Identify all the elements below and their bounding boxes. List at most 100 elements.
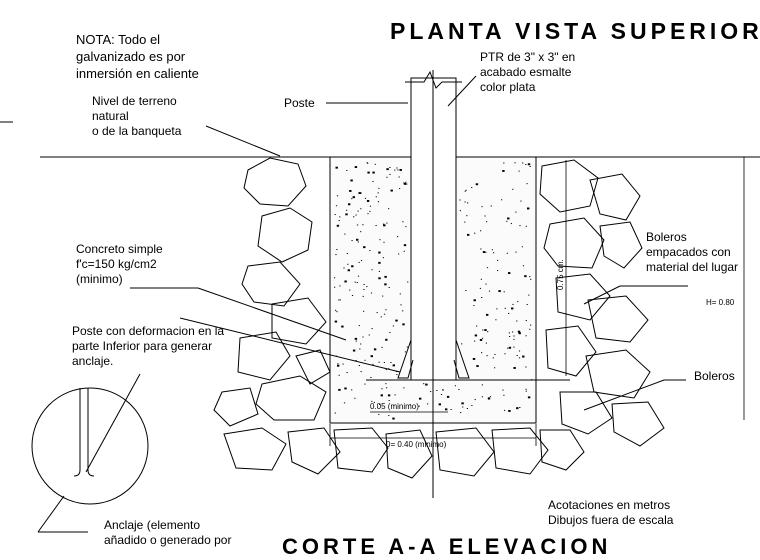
stipple-dot: [362, 224, 364, 226]
stipple-dot: [354, 281, 356, 283]
stipple-dot: [404, 351, 406, 353]
stipple-dot: [393, 404, 395, 406]
stipple-dot: [378, 251, 381, 254]
stipple-dot: [403, 182, 405, 184]
section-title: CORTE A-A ELEVACION: [282, 534, 612, 559]
stipple-dot: [462, 406, 464, 408]
stipple-dot: [471, 187, 473, 189]
stipple-dot: [485, 283, 487, 285]
stipple-dot: [336, 311, 338, 313]
stipple-dot: [472, 358, 476, 360]
stipple-dot: [522, 265, 525, 267]
stipple-dot: [346, 209, 348, 211]
stipple-dot: [388, 400, 390, 402]
stipple-dot: [335, 205, 338, 207]
stipple-dot: [372, 363, 374, 365]
stipple-dot: [352, 196, 355, 199]
stipple-dot: [352, 349, 356, 352]
stipple-dot: [369, 250, 371, 252]
stipple-dot: [389, 173, 391, 175]
stipple-dot: [454, 385, 456, 387]
stipple-dot: [375, 196, 377, 198]
stipple-dot: [480, 278, 482, 280]
stipple-dot: [351, 295, 354, 296]
stipple-dot: [530, 278, 532, 280]
stipple-dot: [380, 316, 382, 318]
stipple-dot: [476, 325, 478, 327]
ground-label-1: Nivel de terreno: [92, 94, 177, 108]
stipple-dot: [513, 335, 515, 337]
stipple-dot: [460, 412, 462, 414]
stipple-dot: [334, 214, 336, 216]
stipple-dot: [353, 216, 355, 218]
stipple-dot: [373, 348, 377, 351]
stipple-dot: [359, 348, 361, 350]
stipple-dot: [518, 170, 520, 172]
stipple-dot: [430, 391, 432, 393]
stipple-dot: [488, 290, 491, 292]
stipple-dot: [481, 206, 483, 208]
stipple-dot: [387, 394, 391, 397]
stipple-dot: [466, 408, 468, 409]
stipple-dot: [338, 374, 340, 376]
stipple-dot: [379, 239, 381, 241]
leader-detail: [85, 373, 141, 473]
stipple-dot: [334, 286, 336, 288]
notes-label: Acotaciones en metros Dibujos fuera de e…: [548, 498, 673, 528]
stipple-dot: [504, 307, 506, 309]
stipple-dot: [360, 260, 363, 262]
stipple-dot: [459, 210, 461, 212]
stipple-dot: [504, 409, 506, 411]
stipple-dot: [349, 289, 351, 291]
stipple-dot: [490, 205, 492, 207]
deformation-label: Poste con deformacion en la parte Inferi…: [72, 324, 224, 369]
stipple-dot: [525, 225, 527, 227]
stipple-dot: [380, 394, 383, 397]
stipple-dot: [482, 251, 486, 254]
note-block: NOTA: Todo el galvanizado es por inmersi…: [76, 31, 199, 82]
ptr-label-1: PTR de 3" x 3" en: [480, 50, 576, 64]
stipple-dot: [368, 334, 370, 336]
stipple-dot: [360, 231, 362, 233]
stipple-dot: [374, 163, 376, 165]
stipple-dot: [360, 192, 362, 194]
post-label: Poste: [284, 96, 315, 110]
stipple-dot: [367, 213, 369, 215]
stipple-dot: [355, 340, 357, 342]
stipple-dot: [376, 312, 378, 314]
leader-ptr: [447, 75, 477, 107]
post-break: [405, 70, 462, 89]
stipple-dot: [489, 396, 492, 398]
stipple-dot: [473, 305, 475, 307]
stipple-dot: [476, 365, 479, 368]
stipple-dot: [526, 183, 528, 185]
stipple-dot: [484, 215, 486, 217]
stipple-dot: [358, 325, 360, 327]
stipple-dot: [346, 372, 348, 373]
stipple-dot: [508, 272, 511, 275]
stipple-dot: [527, 207, 530, 210]
stipple-dot: [525, 335, 527, 337]
stipple-dot: [344, 280, 347, 283]
stipple-dot: [377, 192, 379, 194]
stipple-dot: [502, 170, 505, 172]
stipple-dot: [360, 343, 362, 345]
stipple-dot: [338, 388, 341, 391]
stipple-dot: [442, 389, 444, 391]
stipple-dot: [516, 355, 518, 356]
stipple-dot: [481, 384, 483, 386]
stipple-dot: [398, 176, 400, 178]
notes-label-1: Acotaciones en metros: [548, 498, 671, 512]
stipple-dot: [378, 277, 381, 280]
stipple-dot: [356, 282, 358, 284]
stipple-dot: [531, 379, 533, 381]
stipple-dot: [364, 359, 366, 361]
stipple-dot: [373, 401, 375, 403]
concrete-label: Concreto simple f'c=150 kg/cm2 (minimo): [76, 242, 163, 287]
stipple-dot: [395, 319, 398, 322]
stipple-dot: [506, 252, 508, 254]
stipple-dot: [363, 310, 365, 312]
stipple-dot: [334, 277, 336, 279]
stipple-dot: [388, 368, 390, 370]
stipple-dot: [394, 169, 396, 171]
